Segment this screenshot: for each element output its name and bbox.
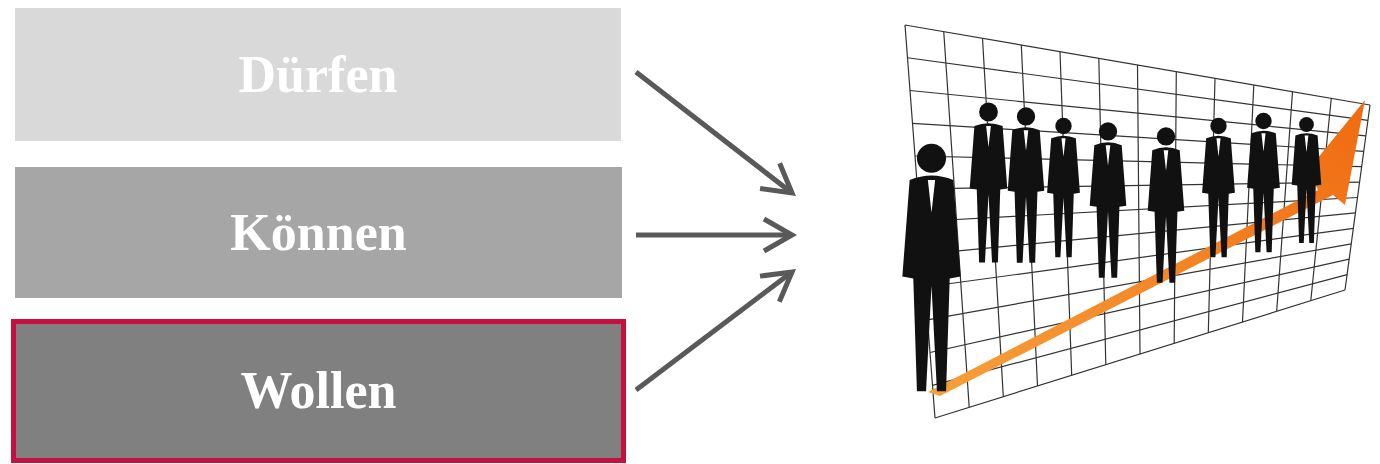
converging-arrows xyxy=(636,72,792,390)
box-label: Können xyxy=(230,204,406,261)
process-box: Können xyxy=(15,167,622,298)
process-box: Dürfen xyxy=(15,8,621,141)
box-label: Dürfen xyxy=(239,46,398,103)
box-label: Wollen xyxy=(240,362,396,419)
business-people xyxy=(902,103,1321,392)
process-box: Wollen xyxy=(11,319,626,463)
perspective-grid xyxy=(905,25,1370,418)
growth-arrow xyxy=(928,100,1365,396)
